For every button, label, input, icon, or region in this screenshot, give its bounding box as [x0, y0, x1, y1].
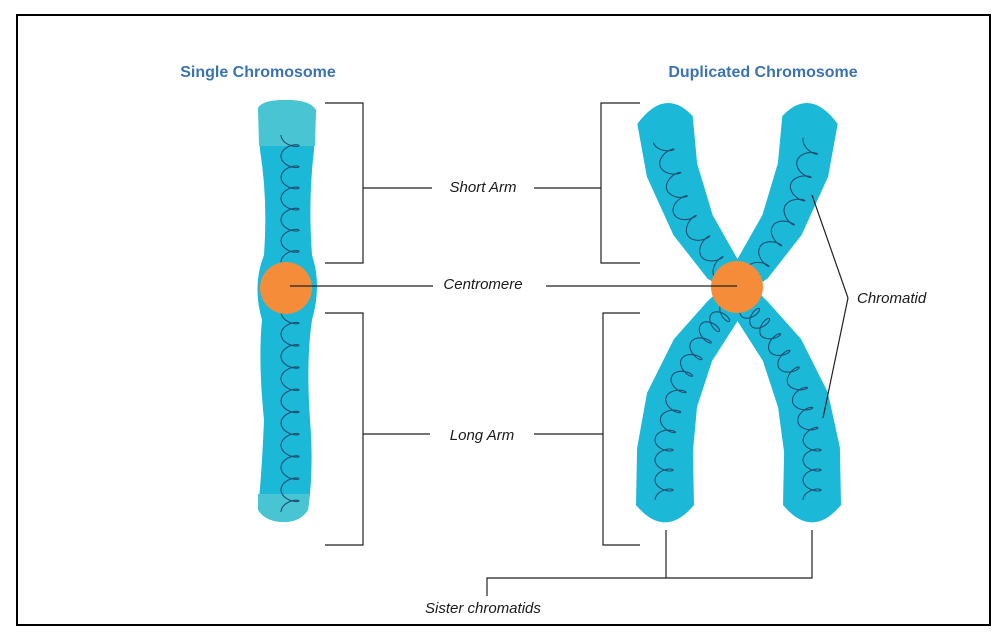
- single-chromosome: [257, 100, 317, 522]
- label-sister-chromatids: Sister chromatids: [425, 600, 541, 617]
- label-long-arm: Long Arm: [450, 427, 514, 444]
- title-single-chromosome: Single Chromosome: [180, 64, 336, 82]
- title-duplicated-chromosome: Duplicated Chromosome: [668, 64, 857, 82]
- annotation-line: [487, 578, 666, 596]
- annotation-line: [666, 530, 812, 578]
- single-chromosome-bottom-tip: [258, 494, 310, 522]
- label-centromere: Centromere: [443, 276, 522, 293]
- annotation-line: [812, 195, 848, 298]
- single-centromere: [260, 262, 312, 314]
- duplicated-centromere: [711, 261, 763, 313]
- single-chromosome-top-tip: [258, 100, 316, 146]
- annotation-line: [601, 103, 640, 263]
- label-chromatid: Chromatid: [857, 290, 926, 307]
- annotation-line: [603, 313, 640, 545]
- duplicated-chromosome: [636, 103, 841, 522]
- label-short-arm: Short Arm: [450, 179, 517, 196]
- annotation-line: [823, 298, 848, 418]
- annotation-line: [325, 103, 363, 263]
- annotation-line: [325, 313, 363, 545]
